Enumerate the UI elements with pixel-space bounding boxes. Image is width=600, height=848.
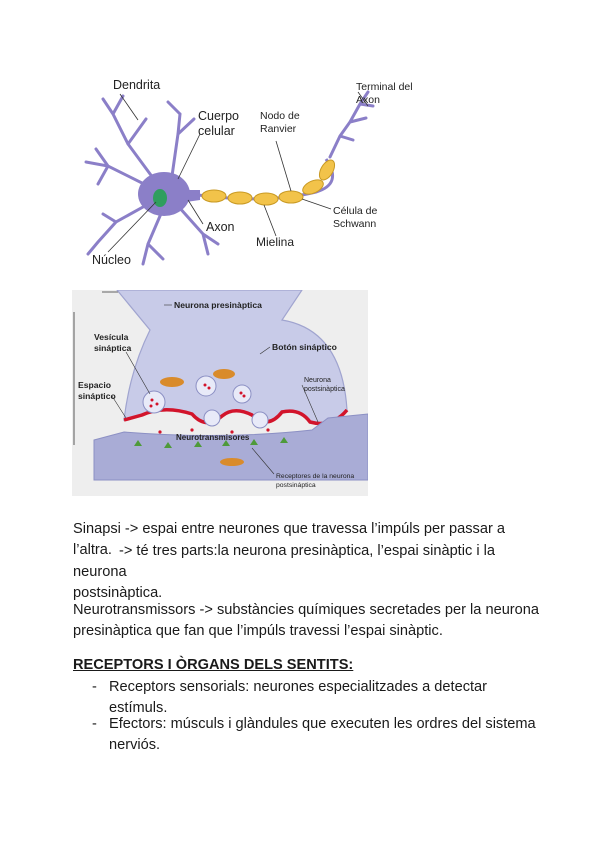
label-mielina: Mielina xyxy=(256,235,294,249)
label-postsinaptica-1: Neurona xyxy=(304,377,331,384)
label-nucleo: Núcleo xyxy=(92,253,131,267)
synapse-parts-line2: postsinàptica. xyxy=(73,585,162,601)
label-presinaptica: Neurona presinàptica xyxy=(174,300,262,310)
label-terminal-1: Terminal del xyxy=(356,81,413,93)
synapse-diagram: Neurona presinàptica Vesícula sináptica … xyxy=(72,290,368,496)
mitochondrion xyxy=(213,369,235,379)
label-cuerpo-2: celular xyxy=(198,124,235,138)
myelin-sheath xyxy=(202,157,338,205)
label-cuerpo-1: Cuerpo xyxy=(198,109,239,123)
label-nodo-1: Nodo de xyxy=(260,110,300,122)
label-schwann-2: Schwann xyxy=(333,218,376,230)
label-vesicula-2: sináptica xyxy=(94,343,131,353)
section-heading: RECEPTORS I ÒRGANS DELS SENTITS: xyxy=(73,657,353,673)
list-bullet: - xyxy=(92,677,97,698)
label-receptores-1: Receptores de la neurona xyxy=(276,473,354,480)
synapse-parts-line1: -> té tres parts:la neurona presinàptica… xyxy=(73,543,495,580)
label-neurotransmisores: Neurotransmisores xyxy=(176,433,250,442)
label-vesicula-1: Vesícula xyxy=(94,332,129,342)
list-item: - Receptors sensorials: neurones especia… xyxy=(92,677,542,719)
neuron-diagram: Dendrita Cuerpo celular Axon Núcleo Nodo… xyxy=(68,74,448,272)
synapse-parts: -> té tres parts:la neurona presinàptica… xyxy=(73,541,543,604)
mitochondrion xyxy=(160,377,184,387)
list-item-text: Receptors sensorials: neurones especiali… xyxy=(109,677,542,719)
nucleus xyxy=(153,189,167,207)
label-receptores-2: postsináptica xyxy=(276,482,316,489)
label-terminal-2: Axon xyxy=(356,94,380,106)
label-boton: Botón sináptico xyxy=(272,342,337,352)
label-nodo-2: Ranvier xyxy=(260,123,297,135)
label-dendrita: Dendrita xyxy=(113,78,160,92)
neurotransmitters-definition: Neurotransmissors -> substàncies químiqu… xyxy=(73,600,543,642)
label-espacio-1: Espacio xyxy=(78,380,111,390)
label-espacio-2: sináptico xyxy=(78,391,116,401)
list-item-text: Efectors: músculs i glàndules que execut… xyxy=(109,714,542,756)
label-axon: Axon xyxy=(206,220,235,234)
label-schwann-1: Célula de xyxy=(333,205,378,217)
list-item: - Efectors: músculs i glàndules que exec… xyxy=(92,714,542,756)
label-postsinaptica-2: postsinàptica xyxy=(304,386,345,393)
list-bullet: - xyxy=(92,714,97,735)
